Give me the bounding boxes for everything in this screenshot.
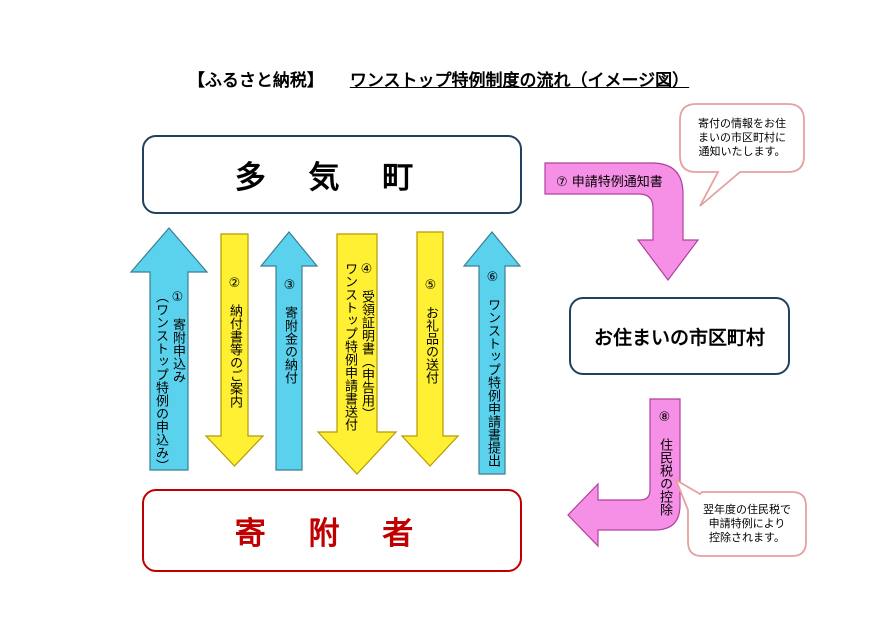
city-box: お住まいの市区町村 <box>569 297 790 375</box>
arrow-4-down <box>316 233 398 475</box>
arrow-1-subtext: （ワンストップ特例の申込み） <box>153 290 168 472</box>
arrow-3-up <box>259 231 319 471</box>
bubble-bottom-text: 翌年度の住民税で 申請特例により 控除されます。 <box>690 503 804 545</box>
bubble-bottom-shape <box>674 477 807 557</box>
arrow-5-label: ⑤ お礼品の送付 <box>423 278 438 384</box>
bubble-top-shape <box>679 103 805 207</box>
arrow-4-subtext: ワンストップ特例申請書送付 <box>342 262 357 431</box>
arrow-8-bent <box>567 398 681 548</box>
bubble-top-line-3: 通知いたします。 <box>698 145 786 158</box>
title-left: 【ふるさと納税】 <box>187 71 324 91</box>
arrow-7-label: ⑦ 申請特例通知書 <box>556 175 663 190</box>
arrow-1-up <box>129 227 209 471</box>
donor-box: 寄 附 者 <box>142 489 522 572</box>
arrow-6-up <box>462 231 522 475</box>
title-right: ワンストップ特例制度の流れ（イメージ図） <box>349 71 690 91</box>
arrow-2-label: ② 納付書等のご案内 <box>227 276 242 408</box>
bubble-bottom-line-1: 翌年度の住民税で <box>703 503 791 516</box>
arrow-4-text: ④ 受領証明書（申告用） <box>359 262 374 420</box>
arrow-3-label: ③ 寄附金の納付 <box>282 278 297 384</box>
arrow-2-down <box>204 233 265 467</box>
bubble-top-line-2: まいの市区町村に <box>698 131 786 144</box>
arrow-5-down <box>400 231 460 467</box>
arrow-1-label: ① 寄附申込み （ワンストップ特例の申込み） <box>152 290 186 472</box>
page-title: 【ふるさと納税】 ワンストップ特例制度の流れ（イメージ図） <box>0 66 877 91</box>
town-box: 多 気 町 <box>142 135 522 214</box>
arrow-4-label: ④ 受領証明書（申告用） ワンストップ特例申請書送付 <box>341 262 375 431</box>
bubble-bottom-line-3: 控除されます。 <box>709 531 785 544</box>
arrow-7-bent <box>544 162 700 281</box>
bubble-top-text: 寄付の情報をお住 まいの市区町村に 通知いたします。 <box>684 117 800 159</box>
arrow-6-label: ⑥ ワンストップ特例申請書提出 <box>485 270 500 467</box>
arrow-1-text: ① 寄附申込み <box>170 290 185 383</box>
bubble-bottom-line-2: 申請特例により <box>708 517 786 530</box>
bubble-top-line-1: 寄付の情報をお住 <box>698 117 786 130</box>
arrow-8-label: ⑧ 住民税の控除 <box>657 410 672 516</box>
